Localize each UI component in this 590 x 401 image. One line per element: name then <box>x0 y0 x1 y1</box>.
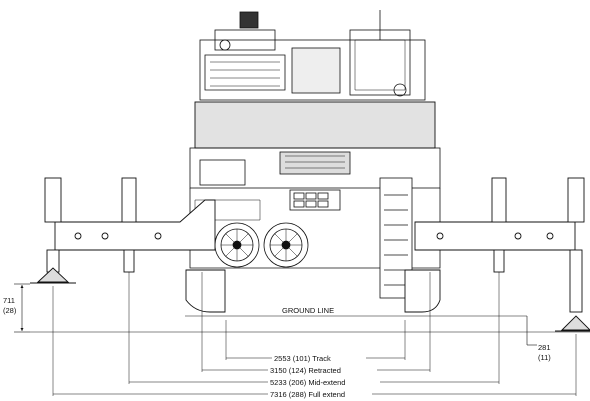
track-label: 2553 (101) Track <box>274 354 331 363</box>
left-inner-leg <box>121 177 137 273</box>
right-drop-inches-label: (11) <box>538 353 551 362</box>
left-height-label: 711 <box>3 296 15 305</box>
track-left <box>185 269 226 313</box>
track-right <box>404 269 441 313</box>
left-height-dimension <box>14 283 30 333</box>
right-arm <box>414 221 576 251</box>
right-inner-leg <box>491 177 507 273</box>
retracted-label: 3150 (124) Retracted <box>270 366 341 375</box>
right-outer-leg <box>555 177 590 332</box>
ground-line <box>30 315 590 333</box>
right-drop-label: 281 <box>538 343 551 352</box>
full-extend-label: 7316 (288) Full extend <box>270 390 345 399</box>
extension-lines <box>52 272 577 396</box>
right-drop-dimension <box>526 316 537 346</box>
ground-line-label: GROUND LINE <box>282 306 334 315</box>
pulley-left <box>214 222 260 268</box>
left-height-inches-label: (28) <box>3 306 17 315</box>
left-arm <box>54 199 216 251</box>
platform-slab <box>194 101 436 149</box>
left-outer-leg <box>30 177 76 284</box>
pulley-right <box>263 222 309 268</box>
mid-extend-label: 5233 (206) Mid-extend <box>270 378 345 387</box>
engine-assembly <box>199 10 426 101</box>
